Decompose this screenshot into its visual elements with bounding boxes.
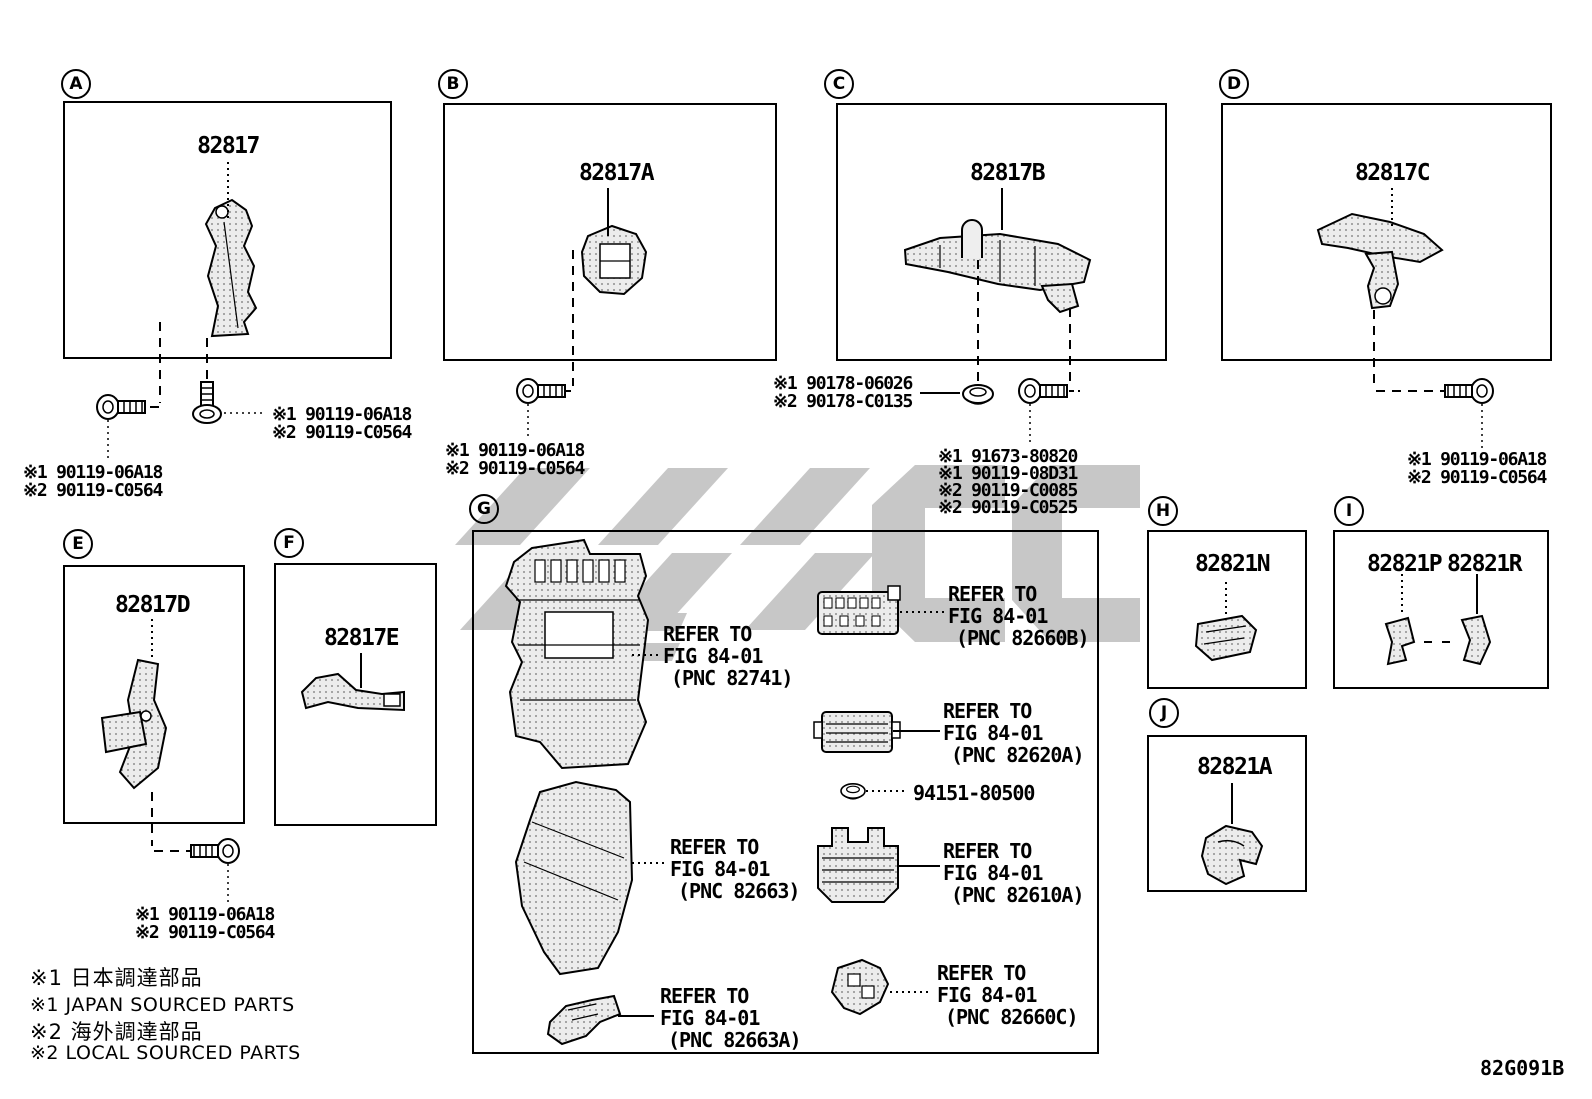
fastener-a-bottom-line2[interactable]: ※2 90119-C0564 [23,480,163,501]
refer-82741-line1[interactable]: REFER TO [663,622,752,646]
fastener-b-line1[interactable]: ※1 90119-06A18 [445,440,585,461]
fastener-d[interactable]: ※1 90119-06A18 ※2 90119-C0564 [1407,449,1547,488]
fastener-a-right-line2[interactable]: ※2 90119-C0564 [272,422,412,443]
fastener-c-right-line3[interactable]: ※2 90119-C0085 [938,480,1078,501]
refer-block-82660b[interactable]: REFER TO FIG 84-01 (PNC 82660B) [948,583,1089,649]
refer-82663a-line2[interactable]: FIG 84-01 [660,1006,760,1030]
part-number-82821p[interactable]: 82821P [1366,551,1443,577]
refer-block-82663[interactable]: REFER TO FIG 84-01 (PNC 82663) [670,835,800,903]
fastener-c-right-line1[interactable]: ※1 91673-80820 [938,446,1078,467]
section-i-letter: I [1334,496,1364,526]
bolt-e-icon [190,838,240,864]
fastener-c-left-line2[interactable]: ※2 90178-C0135 [773,391,913,412]
fastener-c-right-line4[interactable]: ※2 90119-C0525 [938,497,1078,518]
refer-82610a-pnc[interactable]: (PNC 82610A) [951,883,1084,907]
section-e-letter: E [63,529,93,559]
bolt-b-icon [516,378,566,404]
part-number-82817[interactable]: 82817 [197,133,260,159]
fastener-b[interactable]: ※1 90119-06A18 ※2 90119-C0564 [445,440,585,479]
refer-82663a-pnc[interactable]: (PNC 82663A) [668,1028,801,1052]
refer-82741-line2[interactable]: FIG 84-01 [663,644,763,668]
refer-82663a-line1[interactable]: REFER TO [660,984,749,1008]
fastener-c-left[interactable]: ※1 90178-06026 ※2 90178-C0135 [773,373,913,412]
part-number-82817b[interactable]: 82817B [969,160,1046,186]
refer-block-82610a[interactable]: REFER TO FIG 84-01 (PNC 82610A) [943,840,1084,906]
refer-82660b-line2[interactable]: FIG 84-01 [948,604,1048,628]
fastener-e-line1[interactable]: ※1 90119-06A18 [135,904,275,925]
refer-82660b-line1[interactable]: REFER TO [948,582,1037,606]
fastener-a-bottom-line1[interactable]: ※1 90119-06A18 [23,462,163,483]
section-d-box [1221,103,1552,361]
fastener-a-right[interactable]: ※1 90119-06A18 ※2 90119-C0564 [272,404,412,443]
refer-82610a-line2[interactable]: FIG 84-01 [943,861,1043,885]
fastener-e[interactable]: ※1 90119-06A18 ※2 90119-C0564 [135,904,275,943]
part-number-82821r[interactable]: 82821R [1446,551,1523,577]
refer-82610a-line1[interactable]: REFER TO [943,839,1032,863]
legend-japan-jp: ※1 日本調達部品 [30,966,203,990]
part-number-94151-80500[interactable]: 94151-80500 [913,781,1035,805]
fastener-c-left-line1[interactable]: ※1 90178-06026 [773,373,913,394]
part-number-82817d[interactable]: 82817D [114,592,191,618]
refer-block-82620a[interactable]: REFER TO FIG 84-01 (PNC 82620A) [943,700,1084,766]
bolt-c-icon [1018,378,1068,404]
section-i-box [1333,530,1549,689]
refer-82741-pnc[interactable]: (PNC 82741) [671,666,793,690]
section-c-letter: C [824,69,854,99]
section-g-box [472,530,1099,1054]
refer-82663-line1[interactable]: REFER TO [670,835,759,859]
clip-c-icon [962,384,994,405]
section-a-box [63,101,392,359]
fastener-c-right[interactable]: ※1 91673-80820 ※1 90119-08D31 ※2 90119-C… [938,446,1078,518]
section-a-letter: A [61,69,91,99]
refer-82663-pnc[interactable]: (PNC 82663) [678,879,800,903]
section-f-letter: F [274,528,304,558]
section-g-letter: G [469,494,499,524]
fastener-d-line2[interactable]: ※2 90119-C0564 [1407,467,1547,488]
section-e-box [63,565,245,824]
refer-82620a-line1[interactable]: REFER TO [943,699,1032,723]
fastener-b-line2[interactable]: ※2 90119-C0564 [445,458,585,479]
legend-japan-en: ※1 JAPAN SOURCED PARTS [30,994,295,1016]
refer-block-82660c[interactable]: REFER TO FIG 84-01 (PNC 82660C) [937,962,1078,1028]
section-f-box [274,563,437,826]
refer-82660c-line1[interactable]: REFER TO [937,961,1026,985]
bolt-a-left-icon [96,394,146,420]
section-b-box [443,103,777,361]
section-h-letter: H [1148,496,1178,526]
fastener-e-line2[interactable]: ※2 90119-C0564 [135,922,275,943]
refer-82660b-pnc[interactable]: (PNC 82660B) [956,626,1089,650]
refer-82660c-line2[interactable]: FIG 84-01 [937,983,1037,1007]
refer-block-82741[interactable]: REFER TO FIG 84-01 (PNC 82741) [663,622,793,690]
refer-82620a-line2[interactable]: FIG 84-01 [943,721,1043,745]
section-d-letter: D [1219,69,1249,99]
fastener-a-bottom[interactable]: ※1 90119-06A18 ※2 90119-C0564 [23,462,163,501]
refer-block-82663a[interactable]: REFER TO FIG 84-01 (PNC 82663A) [660,985,801,1051]
diagram-code: 82G091B [1480,1056,1565,1080]
fastener-a-right-line1[interactable]: ※1 90119-06A18 [272,404,412,425]
legend-local-en: ※2 LOCAL SOURCED PARTS [30,1042,301,1064]
part-number-82821a[interactable]: 82821A [1196,754,1273,780]
refer-82663-line2[interactable]: FIG 84-01 [670,857,770,881]
refer-82660c-pnc[interactable]: (PNC 82660C) [945,1005,1078,1029]
part-number-82821n[interactable]: 82821N [1194,551,1271,577]
section-b-letter: B [438,69,468,99]
bolt-a-right-icon [192,381,222,424]
section-h-box [1147,530,1307,689]
part-number-82817c[interactable]: 82817C [1354,160,1431,186]
fastener-c-right-line2[interactable]: ※1 90119-08D31 [938,463,1078,484]
fastener-d-line1[interactable]: ※1 90119-06A18 [1407,449,1547,470]
section-j-letter: J [1149,698,1179,728]
refer-82620a-pnc[interactable]: (PNC 82620A) [951,743,1084,767]
section-j-box [1147,735,1307,892]
legend-local-jp: ※2 海外調達部品 [30,1020,203,1044]
part-number-82817e[interactable]: 82817E [323,625,400,651]
section-c-box [836,103,1167,361]
part-number-82817a[interactable]: 82817A [578,160,655,186]
bolt-d-icon [1444,378,1494,404]
